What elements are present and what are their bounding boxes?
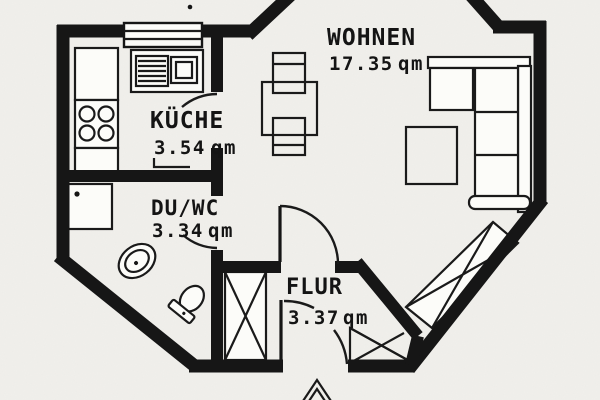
room-label-wohnen: WOHNEN — [327, 25, 416, 51]
coffee-table — [404, 125, 459, 186]
room-label-kueche: KÜCHE — [150, 106, 224, 134]
toilet-icon — [167, 284, 205, 325]
scan-speck — [187, 4, 193, 10]
kitchen-appliance-block — [129, 48, 205, 94]
bath-door-swing — [182, 234, 218, 250]
wash-basin-icon — [117, 242, 157, 280]
table-top — [260, 80, 319, 137]
shower-icon — [65, 182, 114, 231]
shaft-icon — [223, 270, 268, 362]
outer-walls — [53, 0, 549, 374]
counter-edge-mark — [152, 158, 190, 169]
dining-table — [260, 51, 319, 157]
kitchen-door-swing — [181, 92, 218, 108]
stove-burners-icon — [78, 105, 115, 142]
vent-grill-icon — [134, 54, 170, 88]
kitchen-sink-icon — [169, 55, 199, 85]
chair-icon — [271, 51, 307, 95]
interior-walls — [60, 26, 424, 368]
sofa-icon — [426, 55, 533, 214]
entrance-arrow-icon — [302, 378, 332, 400]
living-room-door — [278, 204, 340, 265]
room-label-flur: FLUR — [286, 275, 343, 300]
chair-icon — [271, 116, 307, 157]
entrance-door — [279, 299, 349, 365]
window-icon — [122, 21, 204, 49]
room-label-duwc: DU/WC — [151, 196, 219, 220]
